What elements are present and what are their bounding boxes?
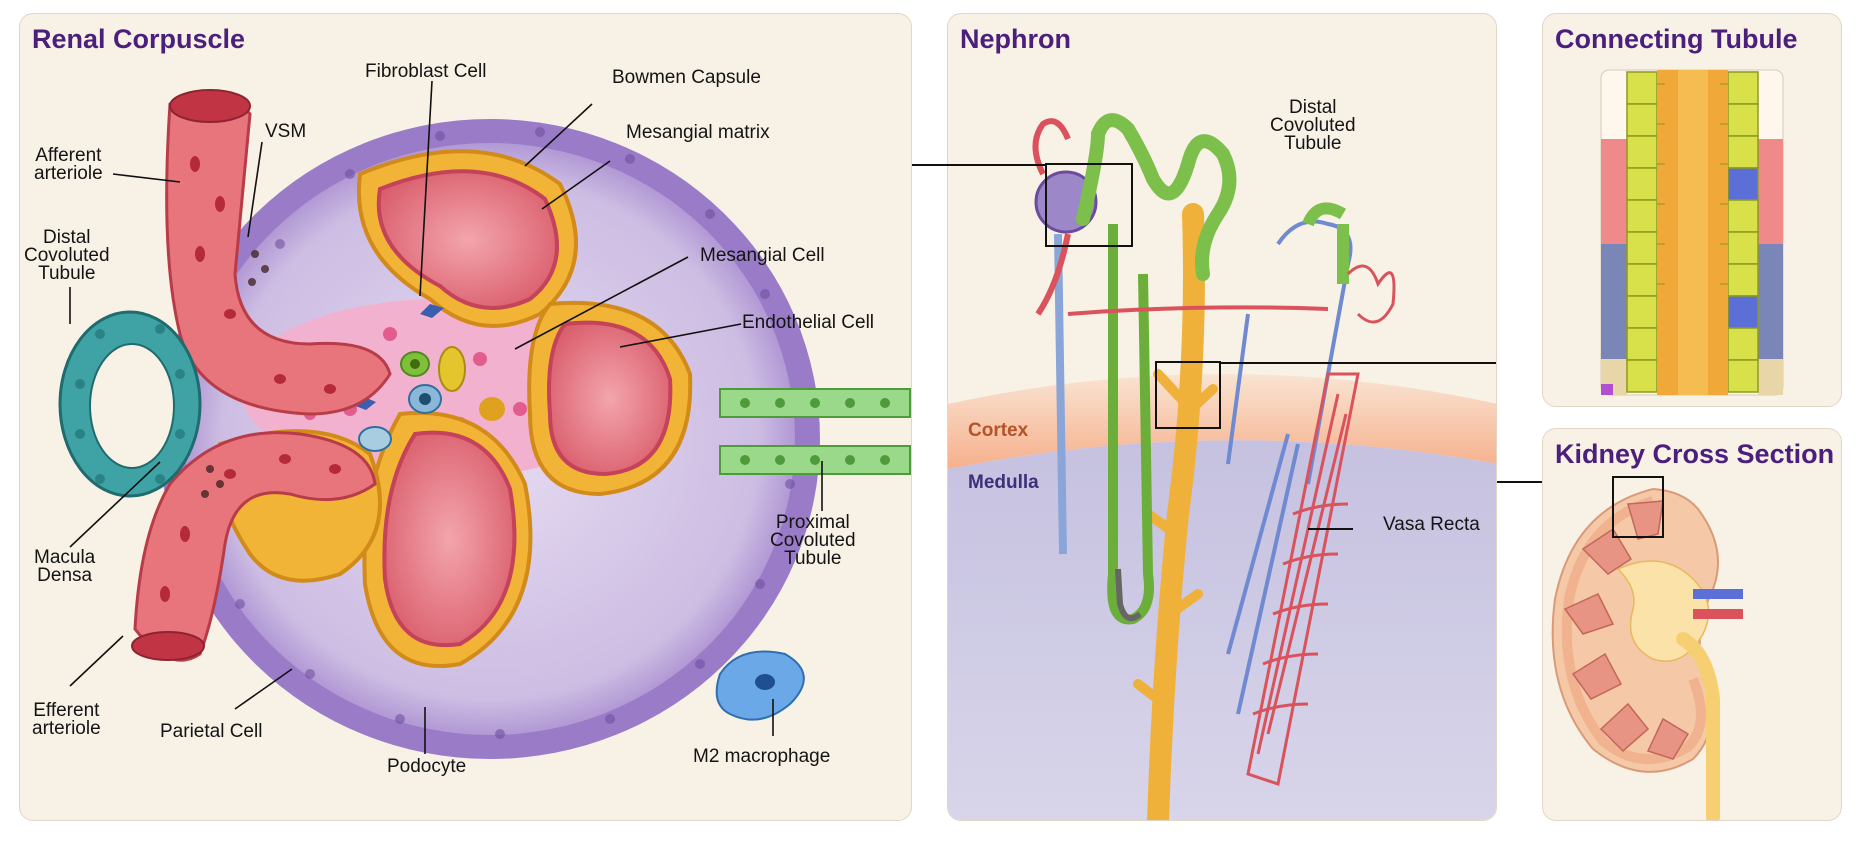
label-podocyte: Podocyte [387, 756, 467, 777]
label-bowmen-capsule: Bowmen Capsule [612, 67, 761, 88]
efferent-arteriole [133, 431, 377, 662]
nephron-title: Nephron [960, 24, 1071, 54]
label-endothelial-cell: Endothelial Cell [742, 312, 875, 333]
epithelium-right [1727, 71, 1759, 393]
capillary-loops [216, 149, 693, 669]
renal-corpuscle-panel: Renal Corpuscle [19, 13, 912, 821]
connecting-tubule-illustration [1600, 69, 1784, 396]
label-vasa-recta: Vasa Recta [1383, 514, 1480, 535]
renal-pyramids [1563, 500, 1690, 760]
renal-corpuscle-title: Renal Corpuscle [32, 24, 246, 54]
label-macula-densa: Macula Densa [34, 547, 96, 586]
kidney-cross-section-title: Kidney Cross Section [1555, 439, 1835, 469]
label-parietal-cell: Parietal Cell [160, 721, 263, 742]
label-cortex: Cortex [968, 420, 1029, 441]
epithelium-left [1626, 71, 1658, 393]
kidney-cross-section-panel: Kidney Cross Section [1542, 428, 1842, 821]
nephron-illustration [948, 113, 1496, 820]
label-fibroblast-cell: Fibroblast Cell [365, 61, 487, 82]
proximal-loop [1076, 113, 1237, 281]
label-mesangial-cell: Mesangial Cell [700, 245, 825, 266]
label-efferent-arteriole: Efferent arteriole [32, 700, 101, 739]
zoom-box-connecting [1155, 361, 1221, 429]
label-medulla: Medulla [968, 472, 1039, 493]
nephron-panel: Nephron [947, 13, 1497, 821]
label-nephron-distal-tubule: Distal Covoluted Tubule [1270, 97, 1356, 154]
label-mesangial-matrix: Mesangial matrix [626, 122, 770, 143]
afferent-arteriole [165, 94, 392, 416]
connecting-tubule-title: Connecting Tubule [1555, 24, 1798, 54]
proximal-tubule [719, 388, 911, 475]
medulla-zone [948, 440, 1496, 820]
label-proximal-tubule: Proximal Covoluted Tubule [770, 512, 856, 569]
ureter [1676, 632, 1720, 820]
label-vsm: VSM [265, 121, 307, 142]
zoom-box-kidney [1612, 476, 1664, 538]
cortex-zone [948, 374, 1496, 469]
vasa-recta [1246, 264, 1396, 786]
label-afferent-arteriole: Afferent arteriole [34, 145, 103, 184]
connecting-tubule-panel: Connecting Tubule [1542, 13, 1842, 407]
zoom-box-glomerulus [1045, 163, 1133, 247]
kidney-illustration [1551, 476, 1743, 820]
renal-corpuscle-illustration [58, 80, 911, 759]
label-distal-tubule: Distal Covoluted Tubule [24, 227, 110, 284]
label-m2-macrophage: M2 macrophage [693, 746, 831, 767]
